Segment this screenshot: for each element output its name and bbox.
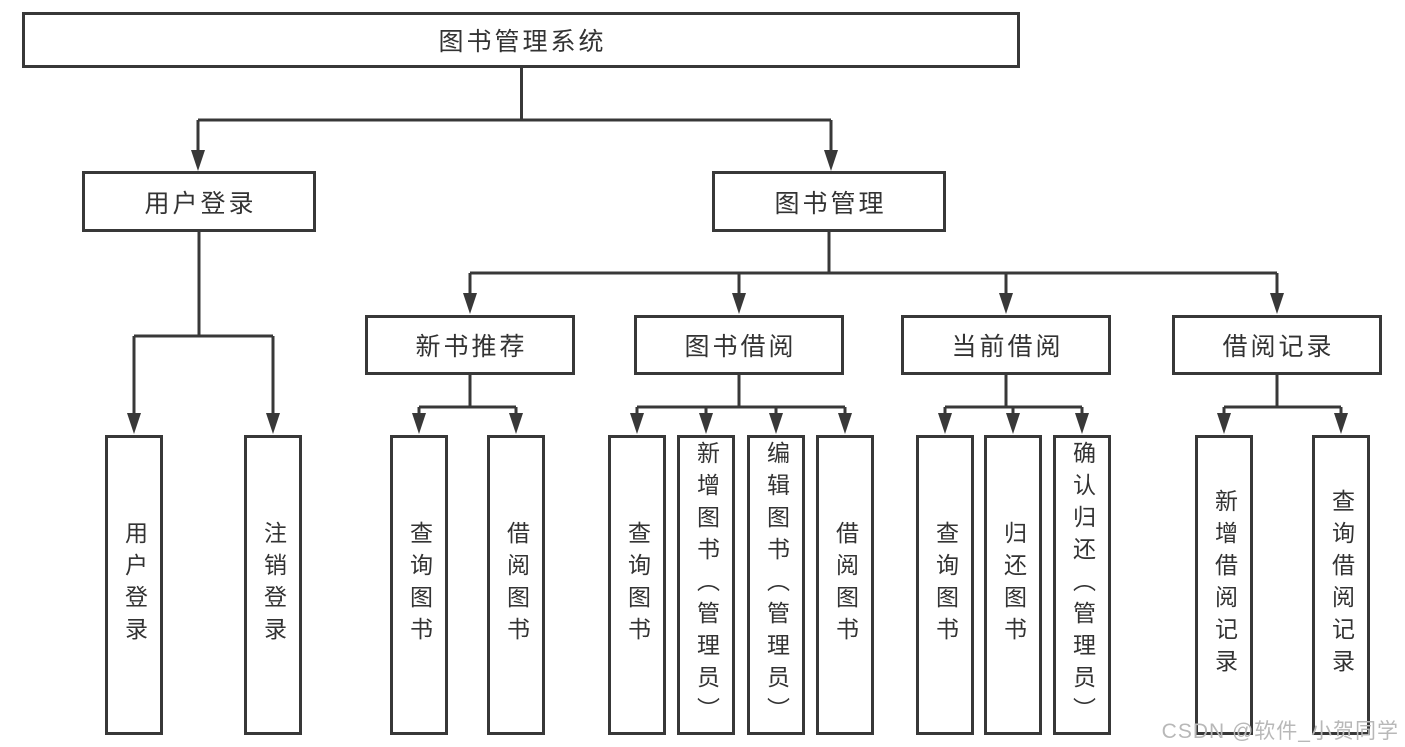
leaf-add-borrow-record: 新增借阅记录 bbox=[1195, 435, 1253, 735]
leaf-return-books: 归还图书 bbox=[984, 435, 1042, 735]
node-borrowing-records: 借阅记录 bbox=[1172, 315, 1382, 375]
node-book-management: 图书管理 bbox=[712, 171, 946, 232]
node-library-management-system: 图书管理系统 bbox=[22, 12, 1020, 68]
node-user-login: 用户登录 bbox=[82, 171, 316, 232]
leaf-query-books-current: 查询图书 bbox=[916, 435, 974, 735]
csdn-watermark: CSDN @软件_小贺同学 bbox=[1161, 720, 1399, 743]
leaf-add-book-admin: 新增图书（管理员） bbox=[677, 435, 735, 735]
leaf-logout: 注销登录 bbox=[244, 435, 302, 735]
leaf-query-books-borrowing: 查询图书 bbox=[608, 435, 666, 735]
leaf-query-borrow-record: 查询借阅记录 bbox=[1312, 435, 1370, 735]
arrowheads bbox=[127, 150, 1348, 434]
leaf-user-login: 用户登录 bbox=[105, 435, 163, 735]
node-current-borrowing: 当前借阅 bbox=[901, 315, 1111, 375]
leaf-query-books-recommend: 查询图书 bbox=[390, 435, 448, 735]
leaf-borrow-books-recommend: 借阅图书 bbox=[487, 435, 545, 735]
node-new-book-recommend: 新书推荐 bbox=[365, 315, 575, 375]
leaf-edit-book-admin: 编辑图书（管理员） bbox=[747, 435, 805, 735]
leaf-borrow-books-borrowing: 借阅图书 bbox=[816, 435, 874, 735]
leaf-confirm-return-admin: 确认归还（管理员） bbox=[1053, 435, 1111, 735]
node-book-borrowing: 图书借阅 bbox=[634, 315, 844, 375]
